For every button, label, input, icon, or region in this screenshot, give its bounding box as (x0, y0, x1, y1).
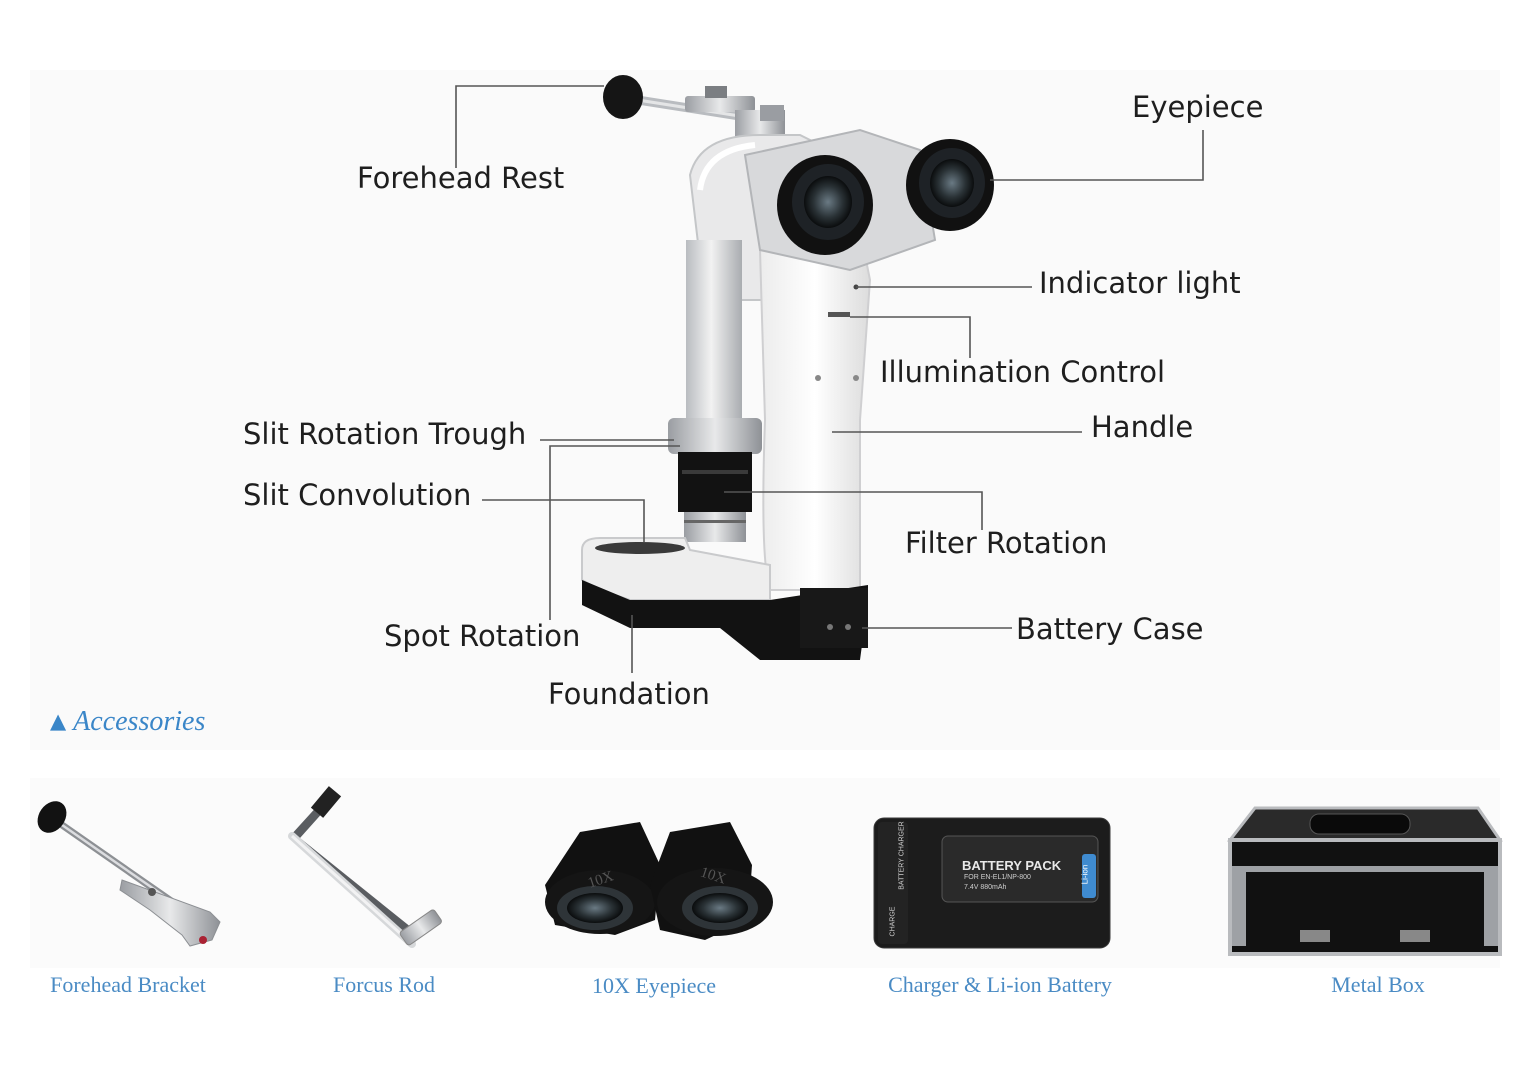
eyepiece-pair-image (545, 822, 773, 940)
leader-spot-rotation (549, 445, 680, 620)
caption-metal-box: Metal Box (1331, 972, 1425, 997)
label-spot-rotation: Spot Rotation (384, 619, 581, 653)
battery-badge: Li-ion (1080, 864, 1090, 885)
forehead-bracket-image (37, 801, 221, 947)
label-slit-rotation-trough: Slit Rotation Trough (243, 417, 527, 451)
label-indicator-light: Indicator light (1039, 266, 1241, 300)
label-handle: Handle (1091, 410, 1194, 444)
forehead-rest-pad (603, 75, 643, 119)
label-battery-case: Battery Case (1016, 612, 1204, 646)
label-eyepiece: Eyepiece (1132, 90, 1264, 124)
label-forehead-rest: Forehead Rest (357, 161, 565, 195)
charger-bottom-label: CHARGE (889, 906, 897, 937)
caption-eyepiece: 10X Eyepiece (592, 973, 716, 998)
accessories-heading: ▲Accessories (50, 708, 205, 736)
label-slit-convolution: Slit Convolution (243, 478, 472, 512)
metal-box-image (1226, 806, 1503, 956)
caption-charger-battery: Charger & Li-ion Battery (888, 972, 1112, 997)
leader-forehead-rest (455, 85, 604, 168)
leader-illumination-control (850, 316, 971, 358)
charger-battery-image (873, 817, 1111, 949)
leader-eyepiece (990, 130, 1204, 181)
battery-line2: 7.4V 880mAh (964, 884, 1007, 891)
focus-rod-image (288, 786, 442, 948)
triangle-up-icon: ▲ (50, 709, 67, 733)
caption-focus-rod: Forcus Rod (332, 972, 436, 997)
battery-line1: FOR EN-EL1/NP-800 (964, 874, 1031, 881)
charger-side-label: BATTERY CHARGER (898, 821, 906, 890)
label-foundation: Foundation (548, 677, 710, 711)
battery-title: BATTERY PACK (962, 858, 1062, 873)
leader-slit-convolution (482, 499, 645, 542)
leader-filter-rotation (724, 491, 983, 530)
label-filter-rotation: Filter Rotation (905, 526, 1108, 560)
accessories-title: Accessories (73, 706, 206, 737)
slit-lamp-device (581, 75, 994, 660)
label-illumination-control: Illumination Control (880, 355, 1166, 389)
leader-lines (455, 85, 1204, 673)
caption-forehead-bracket: Forehead Bracket (50, 972, 206, 997)
